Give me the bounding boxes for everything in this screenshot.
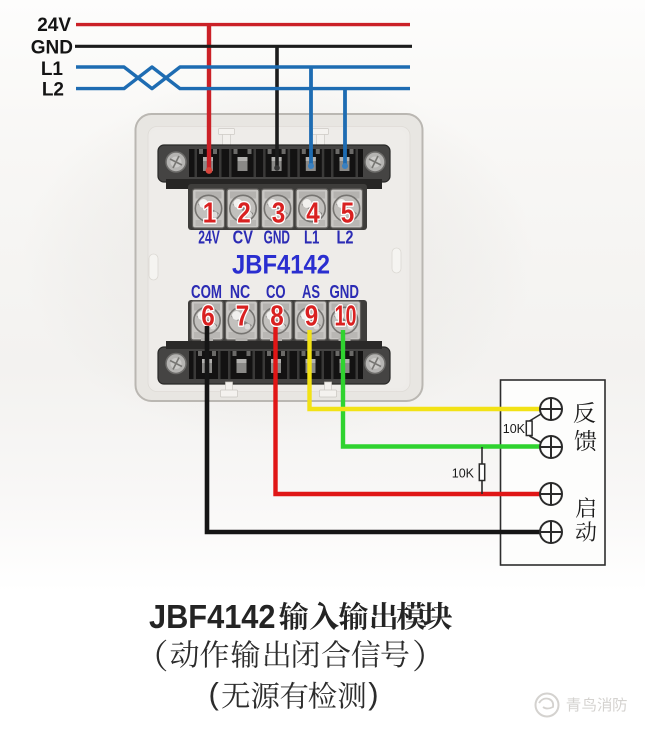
svg-text:5: 5 [341,198,355,230]
svg-text:8: 8 [270,301,284,333]
svg-text:4: 4 [306,198,320,230]
svg-text:9: 9 [305,301,319,333]
svg-text:3: 3 [272,198,286,230]
svg-text:10: 10 [335,301,357,333]
svg-text:CV: CV [233,228,253,248]
svg-text:(: ( [209,676,220,711]
svg-text:AS: AS [302,282,320,302]
svg-text:COM: COM [191,282,222,302]
svg-text:24V: 24V [198,228,220,248]
svg-text:NC: NC [230,282,250,302]
svg-text:L1: L1 [304,228,320,248]
svg-text:7: 7 [236,301,250,333]
svg-text:10K: 10K [452,467,475,481]
svg-text:CO: CO [266,282,286,302]
svg-text:10K: 10K [503,422,526,436]
svg-text:L2: L2 [337,228,354,248]
svg-text:L2: L2 [42,79,64,100]
svg-text:2: 2 [237,198,251,230]
svg-text:GND: GND [264,228,290,248]
svg-text:L1: L1 [41,59,64,80]
svg-text:JBF4142: JBF4142 [149,599,276,636]
svg-text:GND: GND [329,282,359,302]
svg-text:): ) [368,676,378,711]
svg-text:JBF4142: JBF4142 [232,250,330,280]
svg-text:6: 6 [201,301,215,333]
svg-text:GND: GND [31,38,73,59]
svg-text:1: 1 [203,198,217,230]
svg-text:24V: 24V [37,15,71,36]
